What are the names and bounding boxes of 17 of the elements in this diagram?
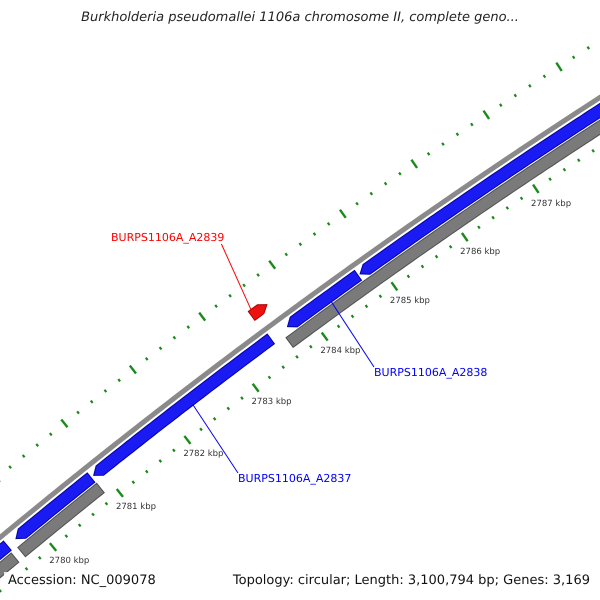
scale-label: 2782 kbp [183, 449, 224, 460]
scale-label: 2783 kbp [252, 397, 292, 408]
leader-line [192, 404, 238, 474]
leader-line [330, 301, 374, 368]
scale-label: 2786 kbp [460, 246, 500, 258]
gene-label: BURPS1106A_A2837 [238, 472, 352, 485]
scale-label: 2781 kbp [116, 502, 156, 514]
gene-label: BURPS1106A_A2839 [111, 231, 224, 244]
gene-feature [286, 270, 362, 328]
leader-line [220, 244, 252, 310]
gene-label: BURPS1106A_A2838 [374, 366, 488, 379]
scale-label: 2787 kbp [531, 198, 572, 210]
map-title: Burkholderia pseudomallei 1106a chromosome II, complete geno... [80, 10, 520, 25]
scale-label: 2780 kbp [49, 556, 90, 567]
scale-label: 2785 kbp [390, 296, 430, 307]
gene-feature [248, 304, 268, 321]
scale-label: 2784 kbp [320, 346, 360, 358]
